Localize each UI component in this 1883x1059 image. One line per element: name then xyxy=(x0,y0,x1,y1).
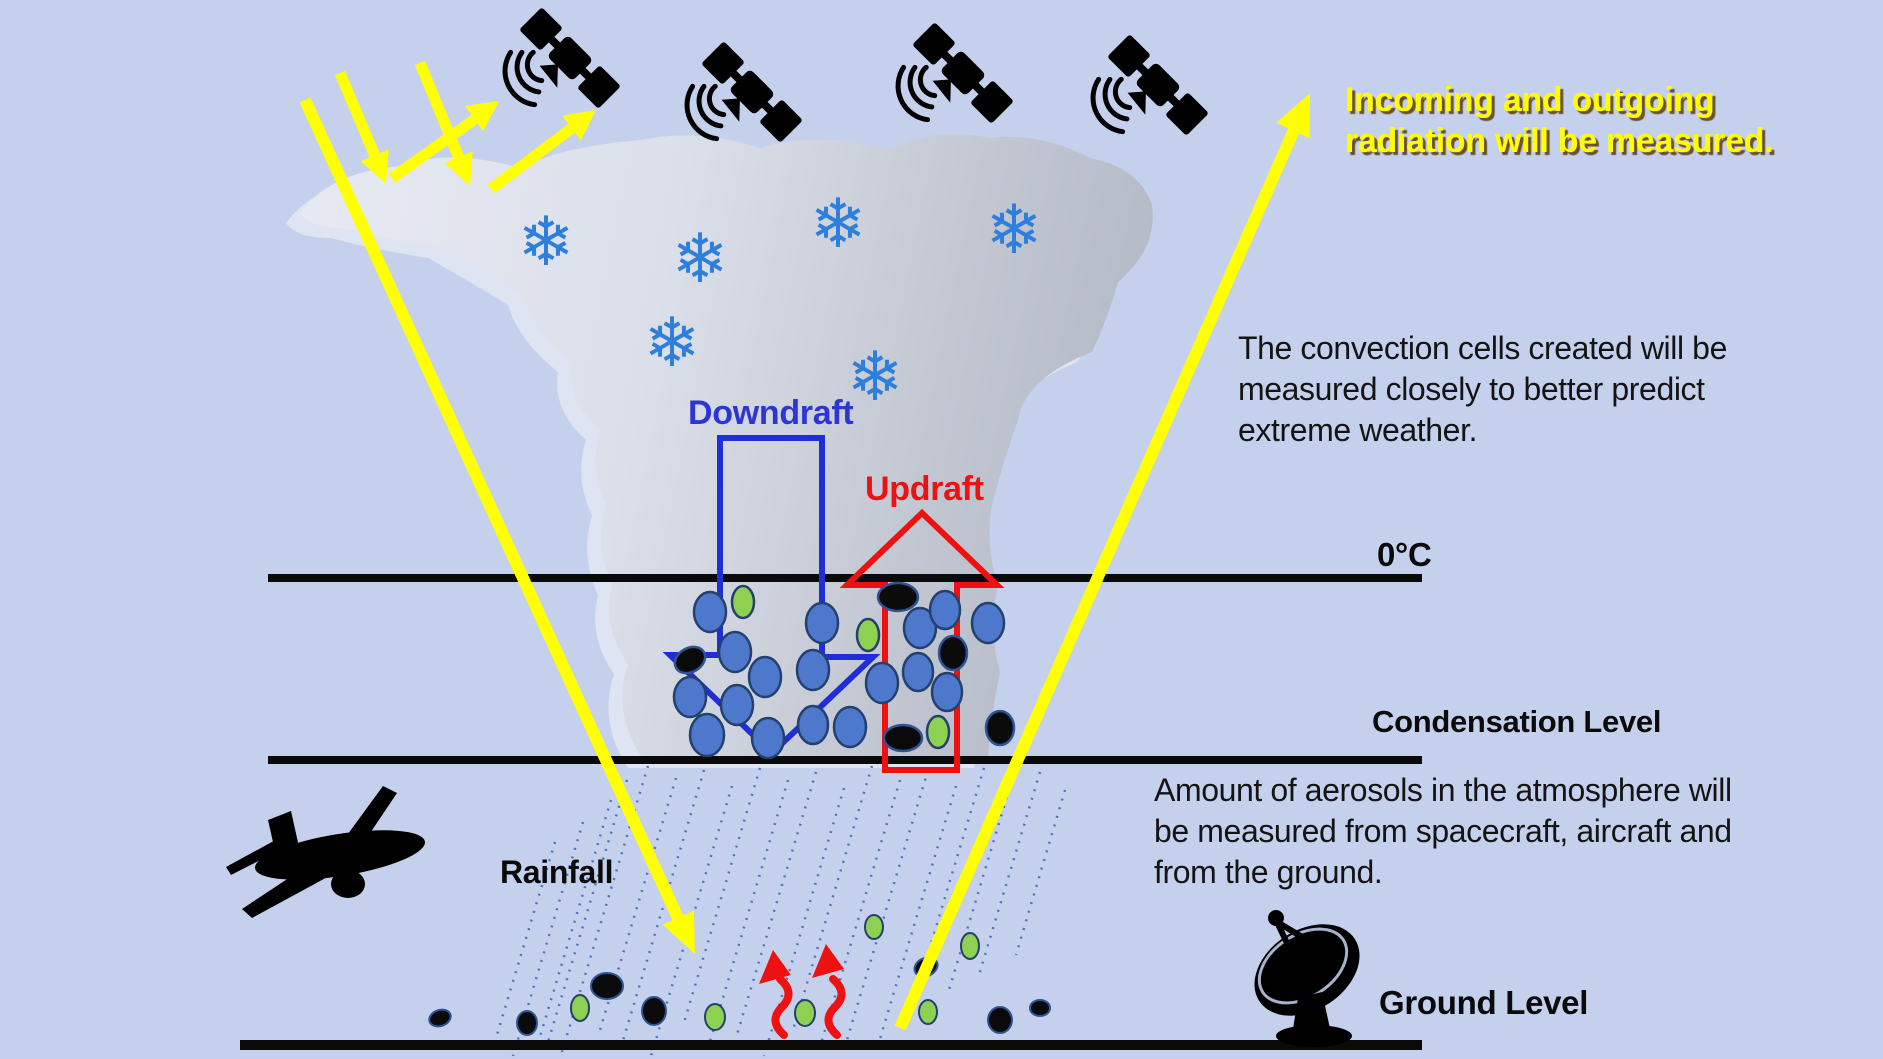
level-lines xyxy=(240,574,1422,1050)
thermal-arrows xyxy=(759,944,846,1039)
satellite-dish-icon xyxy=(1254,910,1360,1047)
airplane-icon xyxy=(226,786,426,918)
radiation-ray-arrow xyxy=(487,123,576,194)
radiation-ray-arrow xyxy=(388,114,479,183)
radiation-ray-arrow xyxy=(299,97,684,921)
snowflake-icon: ❄ xyxy=(518,203,575,282)
thermal-arrowhead xyxy=(759,950,791,984)
snowflake-icon: ❄ xyxy=(847,338,904,417)
updraft-label: Updraft xyxy=(865,470,984,508)
snowflake-group: ❄ ❄ ❄ ❄ ❄ ❄ xyxy=(518,185,1043,417)
radiation-ray-arrow xyxy=(894,127,1300,1031)
ground-level-label: Ground Level xyxy=(1379,984,1589,1021)
snowflake-icon: ❄ xyxy=(810,185,867,264)
condensation-level-label: Condensation Level xyxy=(1372,704,1662,739)
snowflake-icon: ❄ xyxy=(986,191,1043,270)
thermal-arrowhead xyxy=(812,944,844,978)
cloud-droplets xyxy=(672,581,1016,760)
rainfall-label: Rainfall xyxy=(500,854,614,890)
radiation-ray-arrow xyxy=(414,60,465,161)
thermal-arrow xyxy=(824,975,846,1039)
convection-annotation: The convection cells created will be mea… xyxy=(1238,330,1727,448)
downdraft-arrow xyxy=(662,435,881,758)
satellite-icon xyxy=(1072,34,1209,171)
updraft-arrow xyxy=(839,508,1005,773)
zero-celsius-label: 0°C xyxy=(1377,536,1432,573)
snowflake-icon: ❄ xyxy=(644,304,701,383)
downdraft-label: Downdraft xyxy=(688,394,854,432)
aerosols-annotation: Amount of aerosols in the atmosphere wil… xyxy=(1154,772,1732,890)
snowflake-icon: ❄ xyxy=(672,220,729,299)
radiation-annotation: Incoming and outgoing radiation will be … xyxy=(1345,81,1774,160)
radiation-rays xyxy=(299,60,1310,1031)
radiation-ray-arrow xyxy=(334,70,381,159)
thermal-arrow xyxy=(771,975,793,1039)
ground-aerosols xyxy=(428,914,1051,1036)
satellite-icon xyxy=(484,7,621,144)
